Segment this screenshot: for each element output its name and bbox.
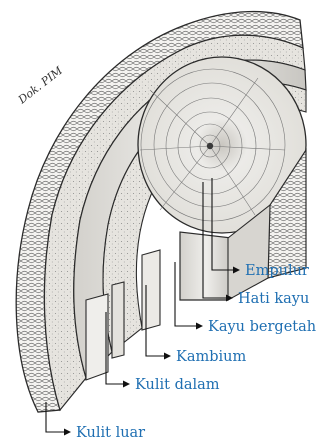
pith [207,143,213,149]
label-hati-kayu: Hati kayu [238,291,309,307]
label-kambium: Kambium [176,349,246,365]
sapwood-edge [142,250,160,330]
photo-credit: Dok. PIM [15,64,65,107]
label-kulit-dalam: Kulit dalam [135,377,220,393]
inner-bark-edge [86,294,108,380]
label-empulur: Empulur [245,263,309,279]
label-kayu-bergetah: Kayu bergetah [208,319,316,335]
heartwood-block [180,232,232,300]
label-kulit-luar: Kulit luar [76,425,145,441]
cambium-edge [112,282,124,358]
